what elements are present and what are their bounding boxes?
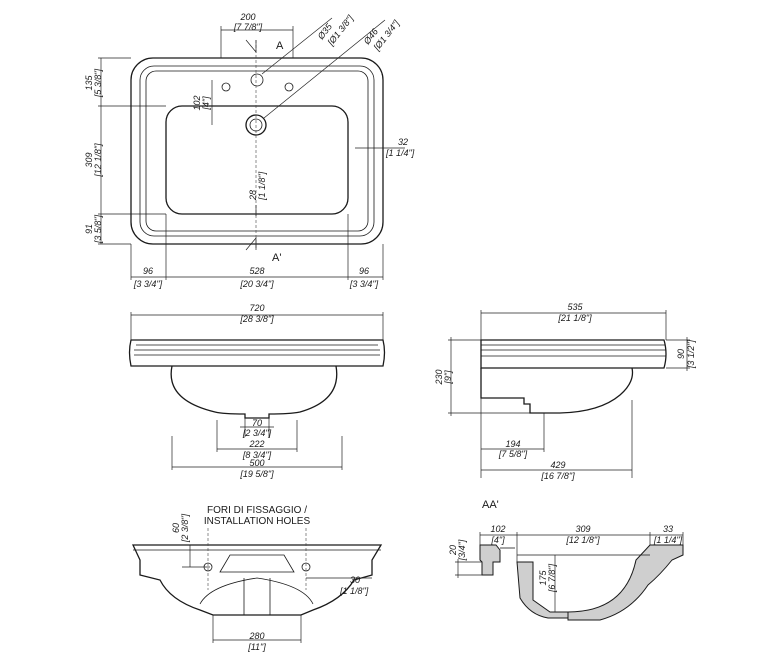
dim-96-left-in: [3 3/4"] <box>133 279 163 289</box>
holes-label-1: FORI DI FISSAGGIO / <box>207 505 307 516</box>
tap-hole-left <box>221 82 231 92</box>
dim-30: 30 <box>350 575 360 585</box>
dim-200: 200 <box>239 12 255 22</box>
dim-135-in: [5 3/8"] <box>93 68 103 98</box>
bottom-view: FORI DI FISSAGGIO / INSTALLATION HOLES 6… <box>131 505 383 652</box>
sec-dim-102: 102 <box>490 524 505 534</box>
top-view: 200 [7 7/8"] A A' Ø35 [Ø1 3/8"] Ø46 [Ø1 … <box>84 12 415 289</box>
dim-194-in: [7 5/8"] <box>498 449 528 459</box>
dim-535-in: [21 1/8"] <box>557 313 592 323</box>
tap-hole-right <box>284 82 294 92</box>
dim-90-in: [3 1/2"] <box>686 339 696 369</box>
dim-429-in: [16 7/8"] <box>540 471 575 481</box>
front-bowl <box>170 365 338 419</box>
section-view: AA' 102 [4"] 309 [12 1/8"] 33 [1 1/4"] 2… <box>448 499 684 621</box>
sec-dim-20: 20 <box>448 545 458 556</box>
basin-rim-inner <box>139 65 375 237</box>
holes-label-2: INSTALLATION HOLES <box>204 516 311 527</box>
dim-28: 28 <box>248 190 258 201</box>
bottom-back-opening <box>219 554 295 573</box>
dim-230: 230 <box>434 369 444 385</box>
dim-528: 528 <box>249 266 264 276</box>
dim-96-right: 96 <box>359 266 369 276</box>
section-title: AA' <box>482 499 499 511</box>
basin-rim-inner2 <box>145 70 369 232</box>
dim-28-in: [1 1/8"] <box>257 171 267 201</box>
dim-102: 102 <box>192 95 202 110</box>
dim-200-in: [7 7/8"] <box>233 22 263 32</box>
dim-429: 429 <box>550 460 565 470</box>
section-a2-label: A' <box>272 252 281 264</box>
sec-dim-175: 175 <box>538 570 548 586</box>
dim-222: 222 <box>248 439 264 449</box>
sec-dim-102-in: [4"] <box>490 535 505 545</box>
sec-dim-33-in: [1 1/4"] <box>653 535 683 545</box>
sec-dim-309: 309 <box>575 524 590 534</box>
dim-535: 535 <box>567 302 583 312</box>
dim-309: 309 <box>84 152 94 167</box>
side-view: 535 [21 1/8"] 90 [3 1/2"] 230 [9"] 194 [… <box>434 302 696 481</box>
dim-90: 90 <box>676 349 686 359</box>
bottom-outline <box>131 544 383 616</box>
dim-500-in: [19 5/8"] <box>239 469 274 479</box>
dim-60: 60 <box>171 523 181 533</box>
sec-dim-175-in: [6 7/8"] <box>547 563 557 593</box>
dim-222-in: [8 3/4"] <box>242 450 272 460</box>
dim-96-right-in: [3 3/4"] <box>349 279 379 289</box>
dim-194: 194 <box>505 439 520 449</box>
dim-91: 91 <box>84 224 94 234</box>
dim-60-in: [2 3/8"] <box>180 513 190 543</box>
section-bowl-wall <box>516 561 569 619</box>
dim-30-in: [1 1/8"] <box>339 586 369 596</box>
dim-500: 500 <box>249 458 264 468</box>
dim-96-left: 96 <box>143 266 153 276</box>
dim-280-in: [11"] <box>247 642 266 652</box>
sec-dim-20-in: [3/4"] <box>457 539 467 561</box>
dim-720: 720 <box>249 303 264 313</box>
dim-230-in: [9"] <box>443 370 453 385</box>
dim-280: 280 <box>248 631 264 641</box>
basin-outline <box>130 57 384 245</box>
section-right-wall <box>567 544 684 621</box>
section-left-rim <box>479 544 501 576</box>
dim-135: 135 <box>84 75 94 91</box>
section-a-label: A <box>276 40 284 52</box>
dim-528-in: [20 3/4"] <box>239 279 274 289</box>
dim-309-in: [12 1/8"] <box>93 143 103 178</box>
dim-32: 32 <box>398 137 408 147</box>
front-view: 720 [28 3/8"] 70 [2 3/4"] 222 [8 3/4"] 5… <box>128 303 386 479</box>
dim-70-in: [2 3/4"] <box>242 428 272 438</box>
sec-dim-33: 33 <box>663 524 673 534</box>
dim-32-in: [1 1/4"] <box>385 148 415 158</box>
dim-720-in: [28 3/8"] <box>239 314 274 324</box>
dim-102-in: [4"] <box>201 96 211 111</box>
side-bowl <box>480 367 634 414</box>
bowl-outline <box>165 105 349 215</box>
side-rim <box>480 339 667 369</box>
front-rim <box>128 339 386 367</box>
sec-dim-309-in: [12 1/8"] <box>565 535 600 545</box>
dim-70: 70 <box>252 418 262 428</box>
dim-91-in: [3 5/8"] <box>93 214 103 244</box>
bottom-pedestal-cut <box>199 577 314 605</box>
tap-hole-center <box>250 73 264 87</box>
